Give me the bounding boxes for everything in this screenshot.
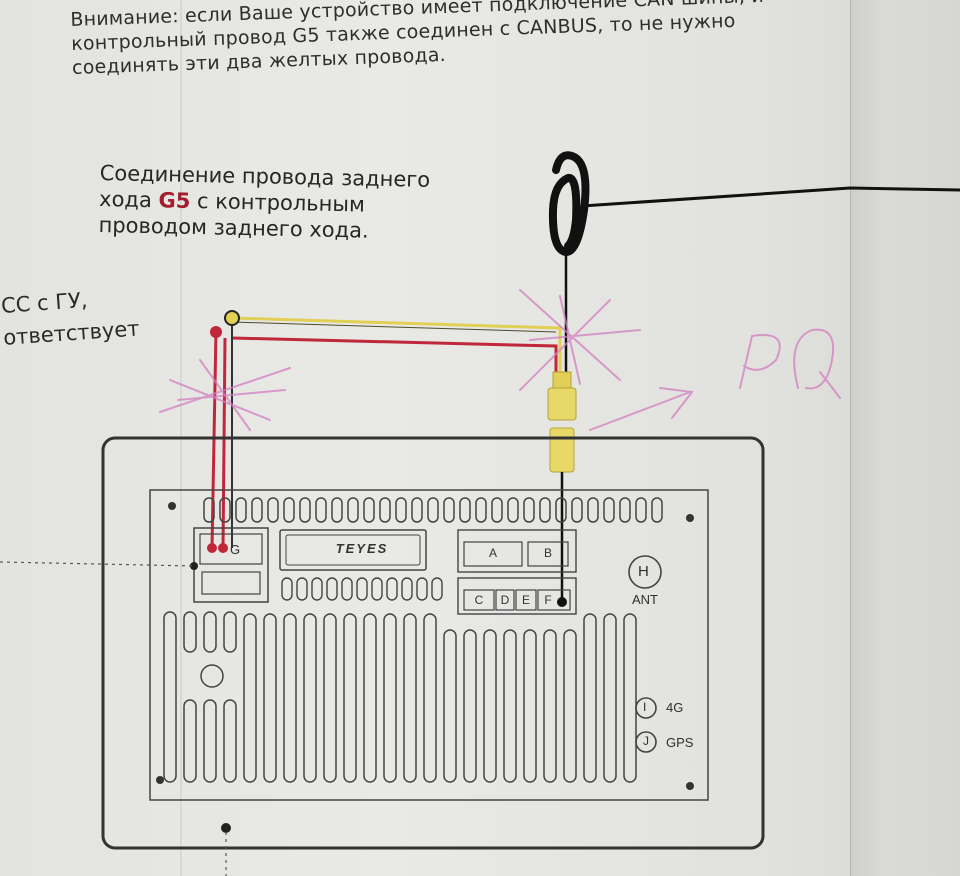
port-gps-symbol: J (643, 734, 649, 748)
connector-f-label: F (544, 593, 552, 607)
port-4g-label: 4G (666, 700, 684, 715)
cable-coil (548, 151, 590, 257)
next-page-edge (850, 0, 960, 876)
brand-plate (279, 529, 427, 571)
connector-c-label: C (474, 593, 484, 607)
connector-b-label: B (543, 546, 552, 560)
port-4g-symbol: I (643, 700, 647, 714)
head-unit-body (101, 436, 765, 850)
antenna-label: ANT (632, 592, 658, 607)
yellow-wire-end (224, 310, 240, 326)
rca-socket (549, 427, 575, 473)
port-gps-label: GPS (666, 735, 694, 750)
antenna-symbol: H (638, 563, 649, 580)
cable-to-right (581, 186, 960, 208)
connector-e-label: E (521, 593, 530, 607)
red-wire-upper (231, 336, 558, 372)
g-label: G (230, 542, 241, 557)
connector-d-label: D (500, 593, 510, 607)
connector-block-ab (457, 529, 577, 573)
rca-plug-body (547, 387, 577, 421)
vent-slots-top (203, 497, 663, 523)
rca-plug-top (552, 371, 572, 391)
vent-grille (163, 611, 637, 783)
marker-scribbles (159, 289, 841, 431)
red-wire-left-2 (221, 337, 227, 549)
rear-panel (149, 489, 709, 801)
brand-logo: TEYES (335, 541, 389, 556)
antenna-socket (628, 555, 662, 589)
connector-a-label: A (488, 546, 497, 560)
connector-block-cf (457, 577, 577, 615)
yellow-wire (231, 316, 562, 372)
